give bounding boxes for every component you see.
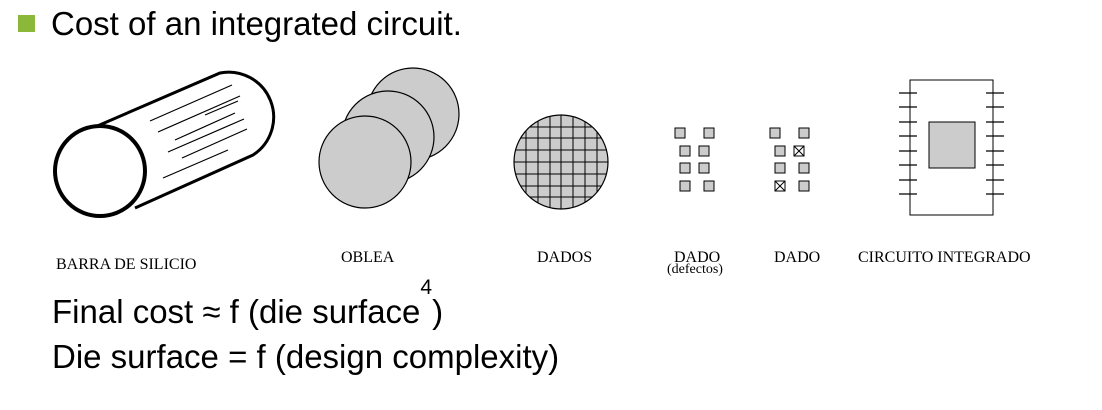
label-die-defects-sub: (defectos)	[667, 262, 723, 277]
label-integrated-circuit: CIRCUITO INTEGRADO	[858, 249, 1031, 266]
formula-final-cost-close: )	[432, 293, 444, 330]
formula-die-surface: Die surface = f (design complexity)	[52, 338, 560, 375]
formula-final-cost-text: Final cost ≈ f (die surface	[52, 293, 421, 330]
silicon-ingot-icon	[53, 70, 276, 218]
formula-exponent: 4	[420, 276, 433, 299]
integrated-circuit-icon	[899, 79, 1004, 216]
label-die: DADO	[774, 249, 821, 266]
diced-wafer-icon	[513, 114, 609, 210]
label-wafer: OBLEA	[341, 249, 395, 266]
wafer-icon	[318, 67, 460, 209]
formula-final-cost: Final cost ≈ f (die surface4)	[52, 277, 444, 332]
title-bullet	[18, 15, 35, 32]
label-die-defects: DADO	[674, 249, 721, 266]
label-dice: DADOS	[537, 249, 593, 266]
die-defects-icon	[674, 127, 715, 192]
die-good-icon	[769, 127, 810, 192]
slide-title: Cost of an integrated circuit.	[51, 5, 462, 42]
label-silicon-ingot: BARRA DE SILICIO	[56, 256, 197, 273]
